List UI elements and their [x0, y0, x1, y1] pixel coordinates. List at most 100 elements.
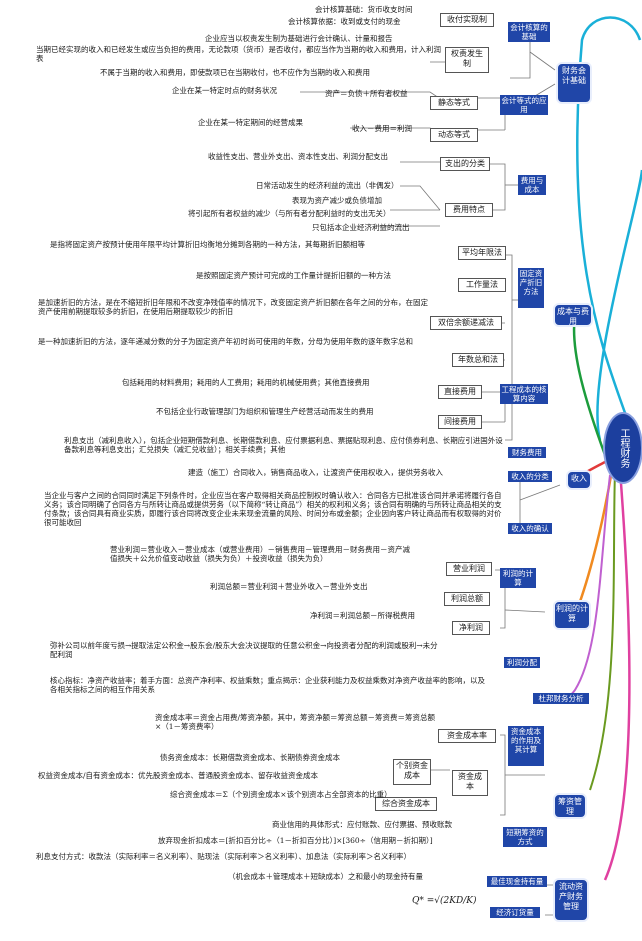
label-text: 利润的计算 — [503, 569, 533, 587]
text-expense-outflow: 只包括本企业经济利益的流出 — [312, 223, 410, 232]
box-individual-cost[interactable]: 个别资金成本 — [393, 759, 431, 785]
box-accrual-basis[interactable]: 权责发生制 — [445, 47, 489, 73]
box-text: 年数总和法 — [458, 355, 498, 364]
box-indirect-cost[interactable]: 间接费用 — [438, 415, 482, 429]
box-text: 间接费用 — [444, 417, 476, 426]
text-discount-cost: 放弃现金折扣成本＝[折扣百分比÷（1－折扣百分比）]×[360÷（信用期－折扣期… — [158, 836, 433, 845]
node-label: 利润的计算 — [556, 604, 588, 623]
box-text: 费用特点 — [453, 205, 485, 214]
box-cash-basis[interactable]: 收付实现制 — [440, 13, 494, 27]
text-direct-cost: 包括耗用的材料费用；耗用的人工费用；耗用的机械使用费；其他直接费用 — [122, 378, 370, 387]
node-profit-calculation[interactable]: 利润的计算 — [553, 600, 591, 630]
box-cost-rate[interactable]: 资金成本率 — [438, 729, 496, 743]
label-text: 财务费用 — [512, 448, 542, 457]
text-debt-cost: 债务资金成本：长期借款资金成本、长期债券资金成本 — [160, 753, 340, 762]
box-dynamic-equation[interactable]: 动态等式 — [430, 128, 478, 142]
text-operating-results: 企业在某一特定期间的经营成果 — [198, 118, 303, 127]
node-financing-management[interactable]: 筹资管理 — [553, 793, 587, 819]
box-sum-of-years[interactable]: 年数总和法 — [452, 353, 504, 367]
label-optimal-cash[interactable]: 最佳现金持有量 — [487, 876, 547, 887]
box-weighted-cost[interactable]: 综合资金成本 — [375, 797, 437, 811]
label-text: 收入的确认 — [511, 524, 549, 533]
box-text: 净利润 — [459, 623, 483, 632]
label-revenue-classification[interactable]: 收入的分类 — [508, 471, 552, 482]
label-expense-and-cost[interactable]: 费用与成本 — [518, 175, 546, 195]
box-text: 资金成本率 — [447, 731, 487, 740]
text-expense-equity: 将引起所有者权益的减少（与所有者分配利益时的支出无关） — [188, 209, 391, 218]
node-label: 财务会计基础 — [562, 66, 586, 85]
label-economic-order[interactable]: 经济订货量 — [490, 907, 540, 918]
box-operating-profit[interactable]: 营业利润 — [446, 562, 492, 576]
label-finance-expense[interactable]: 财务费用 — [508, 447, 546, 458]
box-static-equation[interactable]: 静态等式 — [430, 96, 478, 110]
label-dupont-analysis[interactable]: 杜邦财务分析 — [533, 693, 589, 704]
root-node[interactable]: 工程财务 — [603, 412, 642, 484]
text-revenue-recognition: 当企业与客户之间的合同同时满足下列条件时，企业应当在客户取得相关商品控制权时确认… — [44, 491, 502, 527]
box-units-of-production[interactable]: 工作量法 — [458, 278, 506, 292]
box-text: 动态等式 — [438, 130, 470, 139]
box-text: 直接费用 — [444, 387, 476, 396]
text-trade-credit: 商业信用的具体形式：应付账款、应付票据、预收账款 — [272, 820, 452, 829]
box-expense-features[interactable]: 费用特点 — [445, 203, 493, 217]
label-capital-cost[interactable]: 资金成本的作用及其计算 — [508, 726, 544, 766]
box-text: 个别资金成本 — [396, 761, 428, 780]
text-expense-asset: 表现为资产减少或负债增加 — [292, 196, 382, 205]
box-double-declining[interactable]: 双倍余额递减法 — [430, 316, 502, 330]
text-profit-distribution: 弥补公司以前年度亏损→提取法定公积金→股东会/股东大会决议提取的任意公积金→向投… — [50, 641, 438, 659]
text-cash-basis-time: 会计核算基础：货币收支时间 — [315, 5, 413, 14]
text-cash-basis-rule: 会计核算依据：收到或支付的现金 — [288, 17, 401, 26]
box-text: 支出的分类 — [445, 159, 485, 168]
text-straight-line: 是指将固定资产按预计使用年限平均计算折旧均衡地分摊到各期的一种方法，其每期折旧额… — [50, 240, 365, 249]
text-revenue-types: 建造（施工）合同收入，销售商品收入，让渡资产使用权收入，提供劳务收入 — [188, 468, 443, 477]
label-text: 资金成本的作用及其计算 — [511, 727, 541, 754]
box-text: 工作量法 — [466, 280, 498, 289]
label-accounting-basis[interactable]: 会计核算的基础 — [508, 22, 550, 42]
box-text: 权责发生制 — [451, 49, 483, 68]
label-text: 会计等式的应用 — [501, 96, 547, 114]
label-text: 杜邦财务分析 — [538, 694, 584, 703]
text-accrual-detail: 当期已经实现的收入和已经发生或应当负担的费用，无论款项（货币）是否收付，都应当作… — [36, 45, 441, 63]
text-total-profit: 利润总额＝营业利润＋营业外收入－营业外支出 — [210, 582, 368, 591]
text-sum-of-years: 是一种加速折旧的方法，逐年递减分数的分子为固定资产年初时尚可使用的年数，分母为使… — [38, 337, 413, 346]
box-capital-cost[interactable]: 资金成本 — [452, 770, 488, 796]
box-direct-cost[interactable]: 直接费用 — [438, 385, 482, 399]
label-short-term-financing[interactable]: 短期筹资的方式 — [503, 827, 547, 847]
box-straight-line[interactable]: 平均年限法 — [458, 246, 506, 260]
text-accrual-exclusion: 不属于当期的收入和费用，即使款项已在当期收付，也不应作为当期的收入和费用 — [100, 68, 370, 77]
node-financial-accounting-basics[interactable]: 财务会计基础 — [556, 62, 592, 104]
label-depreciation-methods[interactable]: 固定资产折旧方法 — [518, 268, 544, 308]
text-double-declining: 是加速折旧的方法，是在不缩短折旧年限和不改变净残值率的情况下，改变固定资产折旧额… — [38, 298, 428, 316]
node-revenue[interactable]: 收入 — [566, 470, 592, 490]
text-interest-methods: 利息支付方式：收款法（实际利率＝名义利率）、贴现法（实际利率＞名义利率）、加息法… — [36, 852, 411, 861]
label-project-cost[interactable]: 工程成本的核算内容 — [500, 384, 548, 404]
label-text: 利润分配 — [507, 658, 537, 667]
text-indirect-cost: 不包括企业行政管理部门为组织和管理生产经营活动而发生的费用 — [156, 407, 374, 416]
box-total-profit[interactable]: 利润总额 — [444, 592, 490, 606]
label-profit-calc[interactable]: 利润的计算 — [500, 568, 536, 588]
label-accounting-equation[interactable]: 会计等式的应用 — [500, 95, 548, 115]
label-revenue-recognition[interactable]: 收入的确认 — [508, 523, 552, 534]
text-expense-daily: 日常活动发生的经济利益的流出（非偶发） — [256, 181, 399, 190]
text-accrual-basis: 企业应当以权责发生制为基础进行会计确认、计量和报告 — [205, 34, 393, 43]
box-text: 利润总额 — [451, 594, 483, 603]
box-text: 双倍余额递减法 — [438, 318, 494, 327]
label-text: 经济订货量 — [496, 908, 534, 917]
node-cost-and-expense[interactable]: 成本与费用 — [553, 303, 593, 327]
root-label: 工程财务 — [618, 428, 629, 468]
text-finance-expense: 利息支出（减利息收入），包括企业短期借款利息、长期借款利息、应付票据利息、票据贴… — [64, 436, 503, 454]
text-expenditure-types: 收益性支出、营业外支出、资本性支出、利润分配支出 — [208, 152, 388, 161]
label-profit-distribution[interactable]: 利润分配 — [504, 657, 540, 668]
text-optimal-cash: （机会成本＋管理成本＋短缺成本）之和最小的现金持有量 — [228, 872, 423, 881]
node-label: 流动资产财务管理 — [559, 882, 583, 911]
node-label: 收入 — [571, 474, 587, 483]
box-text: 综合资金成本 — [382, 799, 430, 808]
node-label: 筹资管理 — [558, 797, 582, 816]
text-weighted-cost: 综合资金成本＝Σ（个别资金成本×该个别资本占全部资本的比重） — [170, 790, 392, 799]
text-cost-rate: 资金成本率＝资金占用费/筹资净额，其中，筹资净额＝筹资总额－筹资费＝筹资总额×（… — [155, 713, 436, 731]
node-current-assets-management[interactable]: 流动资产财务管理 — [553, 878, 589, 922]
box-expenditure-types[interactable]: 支出的分类 — [440, 157, 490, 171]
formula-eoq: Q* =√(2KD/K) — [412, 896, 477, 906]
text-dupont: 核心指标：净资产收益率；着手方面：总资产净利率、权益乘数；重点揭示：企业获利能力… — [50, 676, 485, 694]
box-net-profit[interactable]: 净利润 — [452, 621, 490, 635]
label-text: 最佳现金持有量 — [490, 877, 544, 886]
